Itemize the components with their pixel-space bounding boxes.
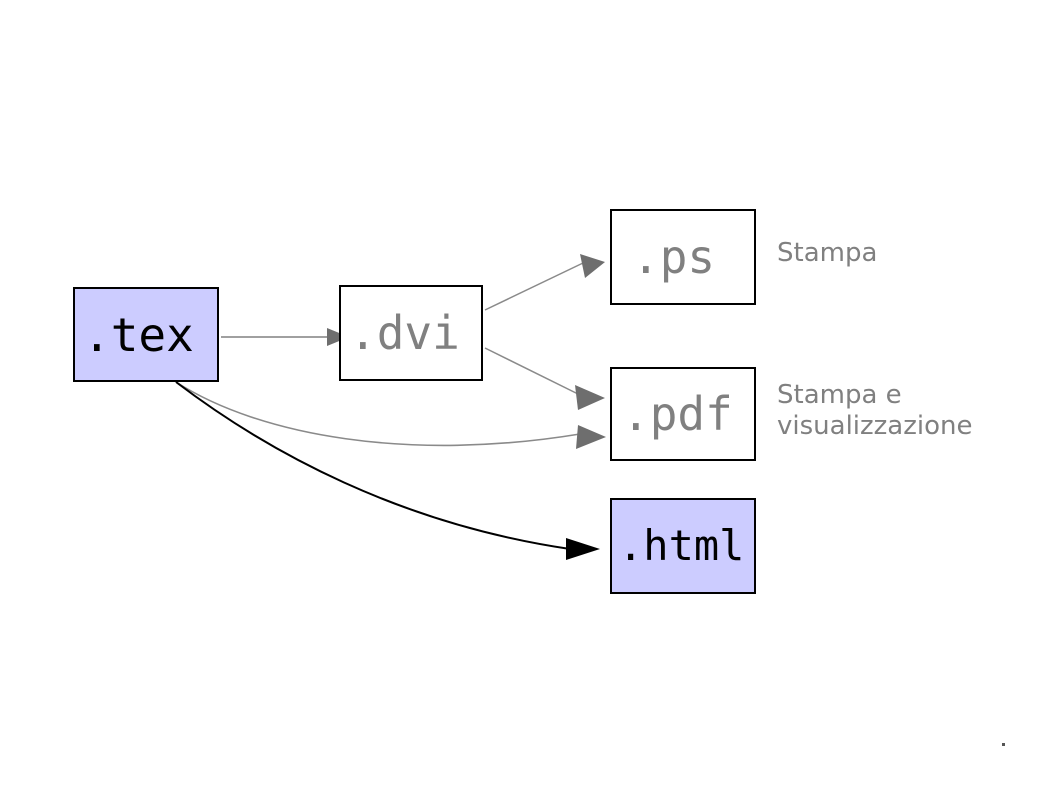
edge-tex-to-pdf [175, 381, 606, 449]
node-dvi[interactable]: .dvi [339, 285, 483, 381]
annotation-pdf-note: Stampa e visualizzazione [777, 380, 973, 441]
node-tex-label: .tex [83, 307, 194, 362]
annotation-ps-note: Stampa [777, 238, 878, 268]
node-tex[interactable]: .tex [73, 287, 219, 382]
edge-tex-to-html [175, 381, 600, 560]
edge-dvi-to-ps [484, 254, 605, 311]
edge-tex-to-dvi [221, 328, 349, 346]
node-dvi-label: .dvi [349, 306, 460, 360]
node-pdf-label: .pdf [622, 387, 733, 441]
node-html-label: .html [618, 521, 745, 570]
node-html[interactable]: .html [610, 498, 756, 594]
node-pdf[interactable]: .pdf [610, 367, 756, 461]
node-ps[interactable]: .ps [610, 209, 756, 305]
node-ps-label: .ps [632, 230, 716, 284]
corner-dot-mark [1002, 743, 1005, 746]
edge-dvi-to-pdf [484, 347, 605, 410]
